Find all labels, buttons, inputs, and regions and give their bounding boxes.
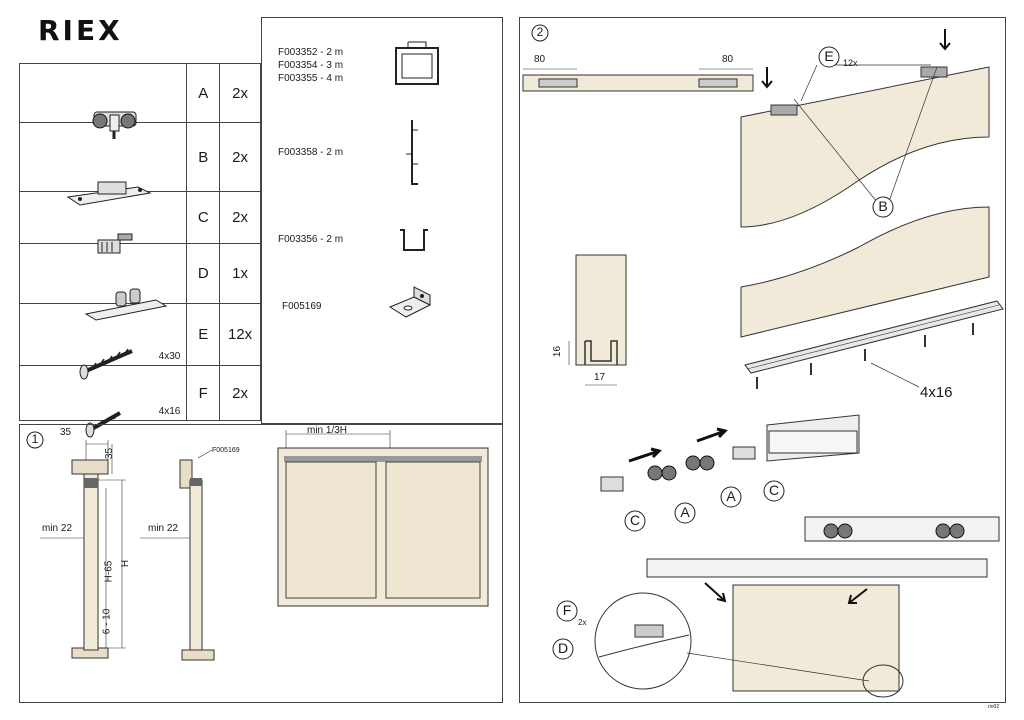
part-letter: A [186, 63, 221, 123]
profile-code: F003358 - 2 m [278, 147, 344, 158]
parts-table: A 2x B 2x C 2x [18, 63, 261, 438]
callout-f-qty: 2x [578, 618, 587, 627]
callout-c1: C [629, 512, 641, 528]
screw-size-label: 4x16 [158, 406, 181, 417]
dim-80-right: 80 [722, 54, 734, 65]
part-image-cell: 4x16 [18, 365, 188, 438]
dim-35-horizontal: 35 [60, 427, 72, 438]
callout-circle [674, 502, 696, 524]
profile-codes-3: F003356 - 2 m [278, 233, 343, 246]
profile-codes-2: F003358 - 2 m [278, 146, 343, 159]
screw-size-label: 4x30 [158, 351, 181, 362]
callout-circle [818, 46, 840, 68]
part-letter: F [186, 365, 221, 421]
profile-code: F003354 - 3 m [278, 60, 344, 71]
footer-code: rio02 [988, 704, 1000, 710]
callout-b: B [878, 198, 888, 214]
dim-min22-left: min 22 [42, 523, 73, 534]
u-channel-icon [400, 229, 428, 251]
part-qty: 1x [219, 243, 261, 304]
part-image-cell [18, 243, 188, 321]
bracket-code-label: F005169 [212, 447, 240, 454]
profile-codes-1: F003352 - 2 m F003354 - 3 m F003355 - 4 … [278, 46, 343, 85]
callout-circle [556, 600, 578, 622]
callout-a1: A [680, 504, 690, 520]
callout-circle [763, 480, 785, 502]
step-number-circle [26, 431, 44, 449]
profile-code: F003355 - 4 m [278, 73, 344, 84]
callout-circle [552, 638, 574, 660]
part-letter: B [186, 122, 221, 192]
callout-circle [720, 486, 742, 508]
callout-e-qty: 12x [843, 58, 858, 68]
part-row-f: 4x16 F 2x [18, 365, 261, 438]
callout-d: D [557, 640, 569, 656]
step1-number: 1 [31, 432, 39, 446]
part-row-c: C 2x [18, 191, 261, 253]
part-letter: D [186, 243, 221, 304]
part-image-cell [18, 191, 188, 253]
profiles-panel [261, 17, 503, 424]
profile-code: F005169 [282, 301, 322, 312]
part-row-e: 4x30 E 12x [18, 303, 261, 379]
track-profile-icon [395, 41, 439, 85]
part-row-b: B 2x [18, 122, 261, 206]
dim-35-vertical: 35 [104, 447, 116, 460]
dim-min-one-third: min 1/3H [307, 425, 348, 436]
dim-h: H [120, 559, 132, 568]
dim-h-minus-65: H-65 [103, 560, 115, 583]
angle-bracket-icon [388, 286, 432, 318]
profile-code: F003352 - 2 m [278, 47, 344, 58]
callout-c2: C [768, 482, 780, 498]
callout-f: F [562, 602, 572, 618]
part-image-cell [18, 63, 188, 139]
part-image-cell [18, 122, 188, 206]
step2-number: 2 [536, 25, 544, 39]
step-number-circle [531, 24, 549, 42]
part-qty: 2x [219, 365, 261, 421]
brand-logo: RIEX [38, 14, 123, 47]
part-qty: 2x [219, 122, 261, 192]
part-qty: 2x [219, 63, 261, 123]
part-image-cell: 4x30 [18, 303, 188, 379]
step2-panel [519, 17, 1006, 703]
profile-codes-4: F005169 [282, 300, 321, 313]
step2-drawing [522, 29, 1004, 698]
step1-panel [19, 424, 503, 703]
part-letter: C [186, 191, 221, 244]
part-letter: E [186, 303, 221, 366]
dim-17: 17 [594, 372, 606, 383]
dim-80-left: 80 [534, 54, 546, 65]
part-row-d: D 1x [18, 243, 261, 321]
callout-circle [872, 196, 894, 218]
screw-size-label: 4x16 [920, 384, 953, 401]
dim-gap: 6 - 10 [101, 608, 113, 635]
profile-code: F003356 - 2 m [278, 234, 344, 245]
part-qty: 2x [219, 191, 261, 244]
dim-16: 16 [552, 345, 564, 358]
part-row-a: A 2x [18, 63, 261, 139]
callout-a2: A [726, 488, 736, 504]
side-profile-icon [406, 120, 418, 185]
step1-drawing [40, 430, 489, 661]
callout-e: E [824, 48, 834, 64]
dim-min22-right: min 22 [148, 523, 179, 534]
part-qty: 12x [219, 303, 261, 366]
callout-circle [624, 510, 646, 532]
screw-short-icon [85, 411, 121, 438]
